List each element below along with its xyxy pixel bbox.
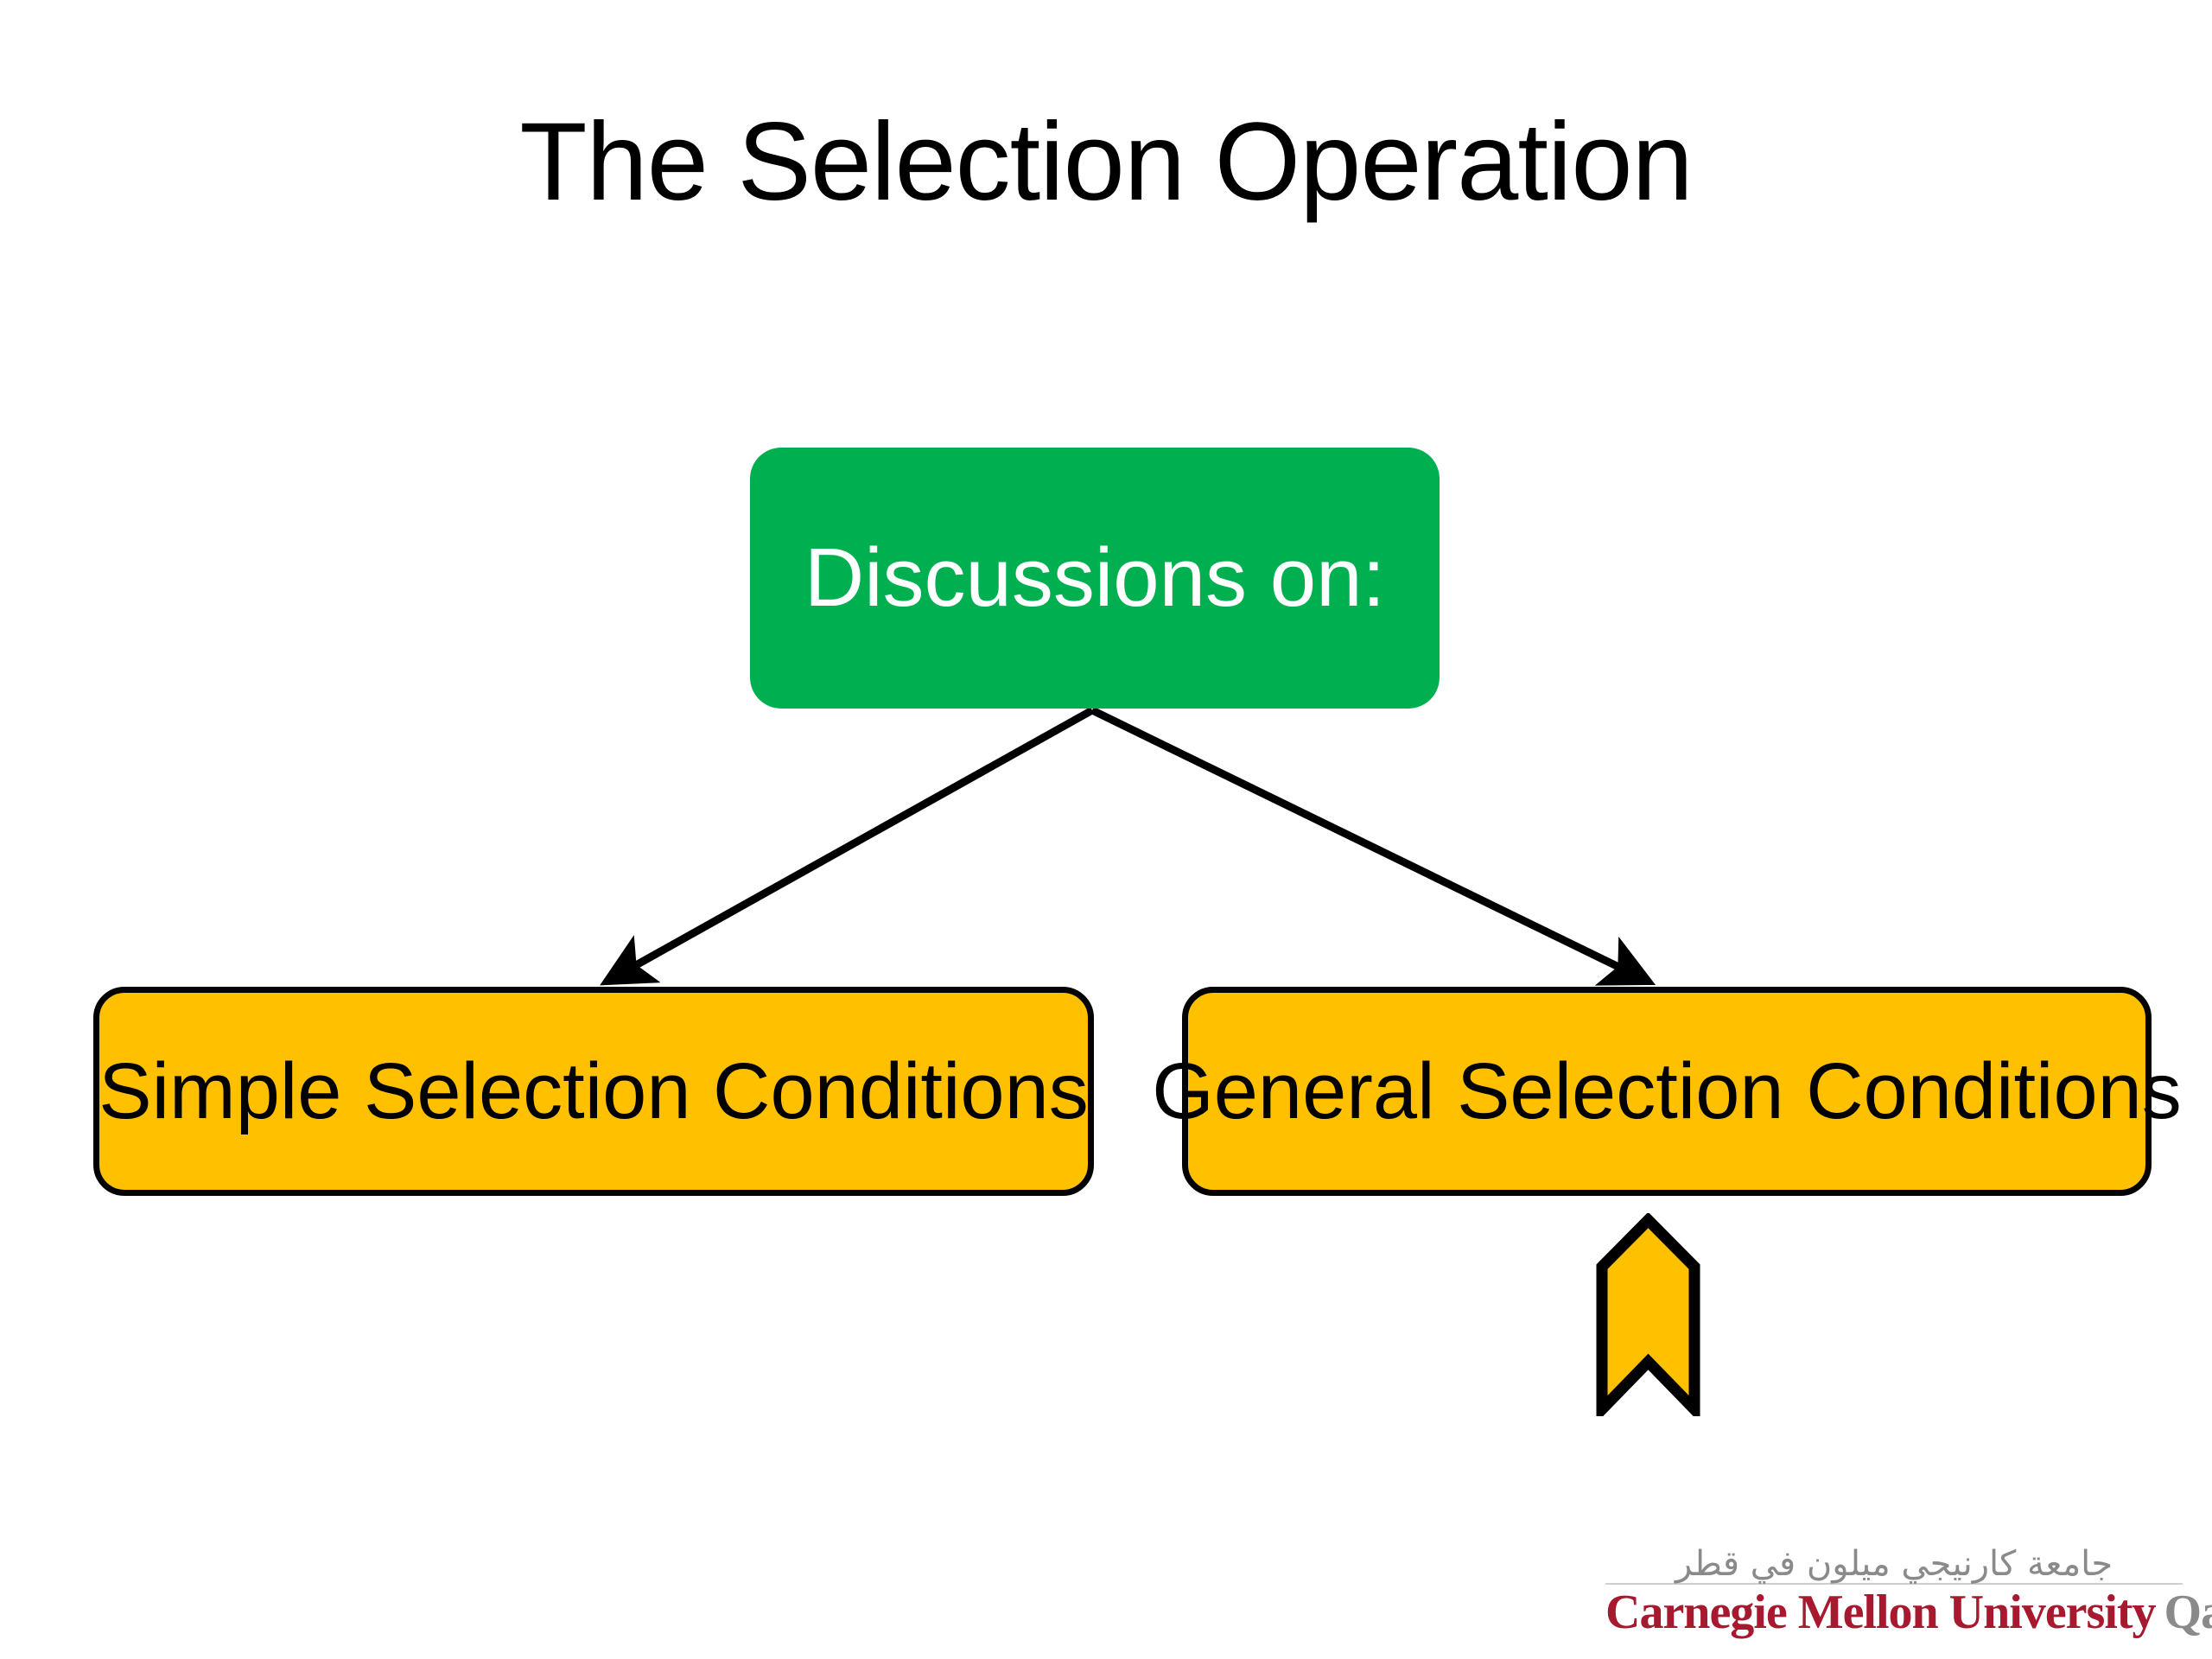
connector-root-to-general: [1090, 706, 1656, 986]
node-discussions-on[interactable]: Discussions on:: [750, 448, 1440, 709]
logo-campus-name: Qatar: [2164, 1586, 2212, 1639]
logo-latin-text: Carnegie Mellon UniversityQatar: [1605, 1586, 2212, 1639]
logo-arabic-text: جامعة كارنيجي ميلون في قطر: [1675, 1544, 2113, 1584]
logo-university-name: Carnegie Mellon University: [1605, 1586, 2157, 1639]
node-label-discussions-on: Discussions on:: [804, 531, 1386, 624]
connector-root-to-simple: [600, 707, 1095, 986]
node-label-simple-selection-conditions: Simple Selection Conditions: [99, 1047, 1089, 1135]
node-simple-selection-conditions[interactable]: Simple Selection Conditions: [93, 987, 1094, 1196]
node-label-general-selection-conditions: General Selection Conditions: [1152, 1047, 2182, 1135]
node-general-selection-conditions[interactable]: General Selection Conditions: [1152, 987, 2182, 1196]
cmu-qatar-logo: جامعة كارنيجي ميلون في قطر Carnegie Mell…: [1605, 1544, 2212, 1639]
logo-divider: [1605, 1583, 2183, 1585]
page-title: The Selection Operation: [519, 100, 1693, 224]
chevron-up-ribbon-icon: [1596, 1213, 1700, 1416]
